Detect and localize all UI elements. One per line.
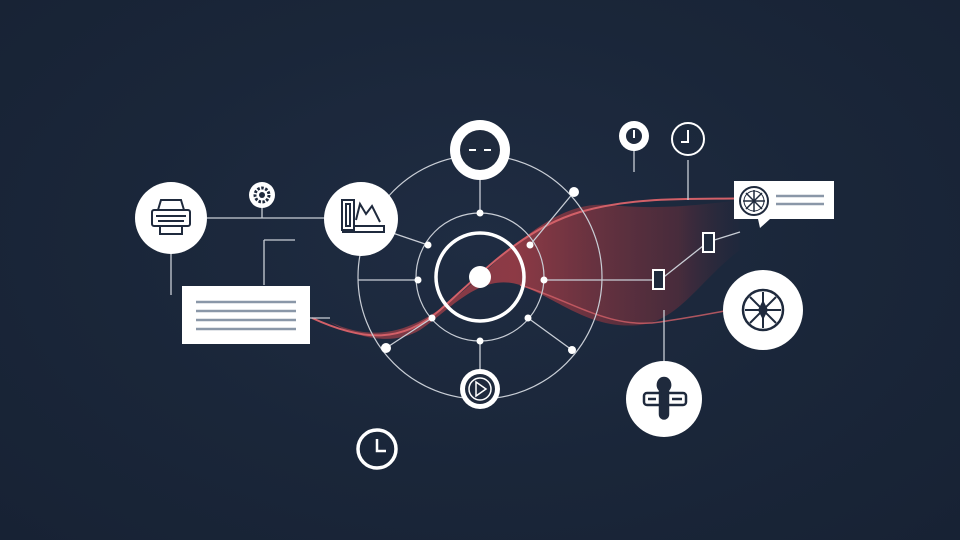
- wrench-node[interactable]: [626, 361, 702, 437]
- clock-node[interactable]: [671, 122, 705, 156]
- junction-dots: [381, 187, 579, 354]
- flow-band: [330, 200, 740, 339]
- left-text-card: [182, 286, 310, 344]
- connector-markers: [652, 232, 715, 290]
- chart-document-icon: [341, 199, 385, 233]
- wrench-tool-icon: [642, 376, 688, 420]
- chart-node[interactable]: [324, 182, 398, 256]
- printer-node[interactable]: [135, 182, 207, 254]
- play-icon: [475, 380, 488, 398]
- timer-icon: [375, 439, 386, 453]
- timer-node[interactable]: [356, 428, 398, 470]
- printer-icon: [151, 199, 191, 235]
- flow-line-lower: [519, 284, 741, 324]
- flow-line: [311, 197, 761, 337]
- hub-node: [434, 231, 526, 323]
- connector-lines: [170, 150, 741, 372]
- play-node[interactable]: [460, 369, 500, 409]
- status-node[interactable]: [450, 120, 510, 180]
- pin-node[interactable]: [619, 121, 649, 151]
- clock-icon: [681, 130, 689, 143]
- compass-callout-icon: [739, 186, 769, 216]
- gear-icon: [253, 186, 271, 204]
- compass-node[interactable]: [723, 270, 803, 350]
- compass-icon: [741, 288, 785, 332]
- gear-node[interactable]: [249, 182, 275, 208]
- callout-card: [734, 181, 834, 228]
